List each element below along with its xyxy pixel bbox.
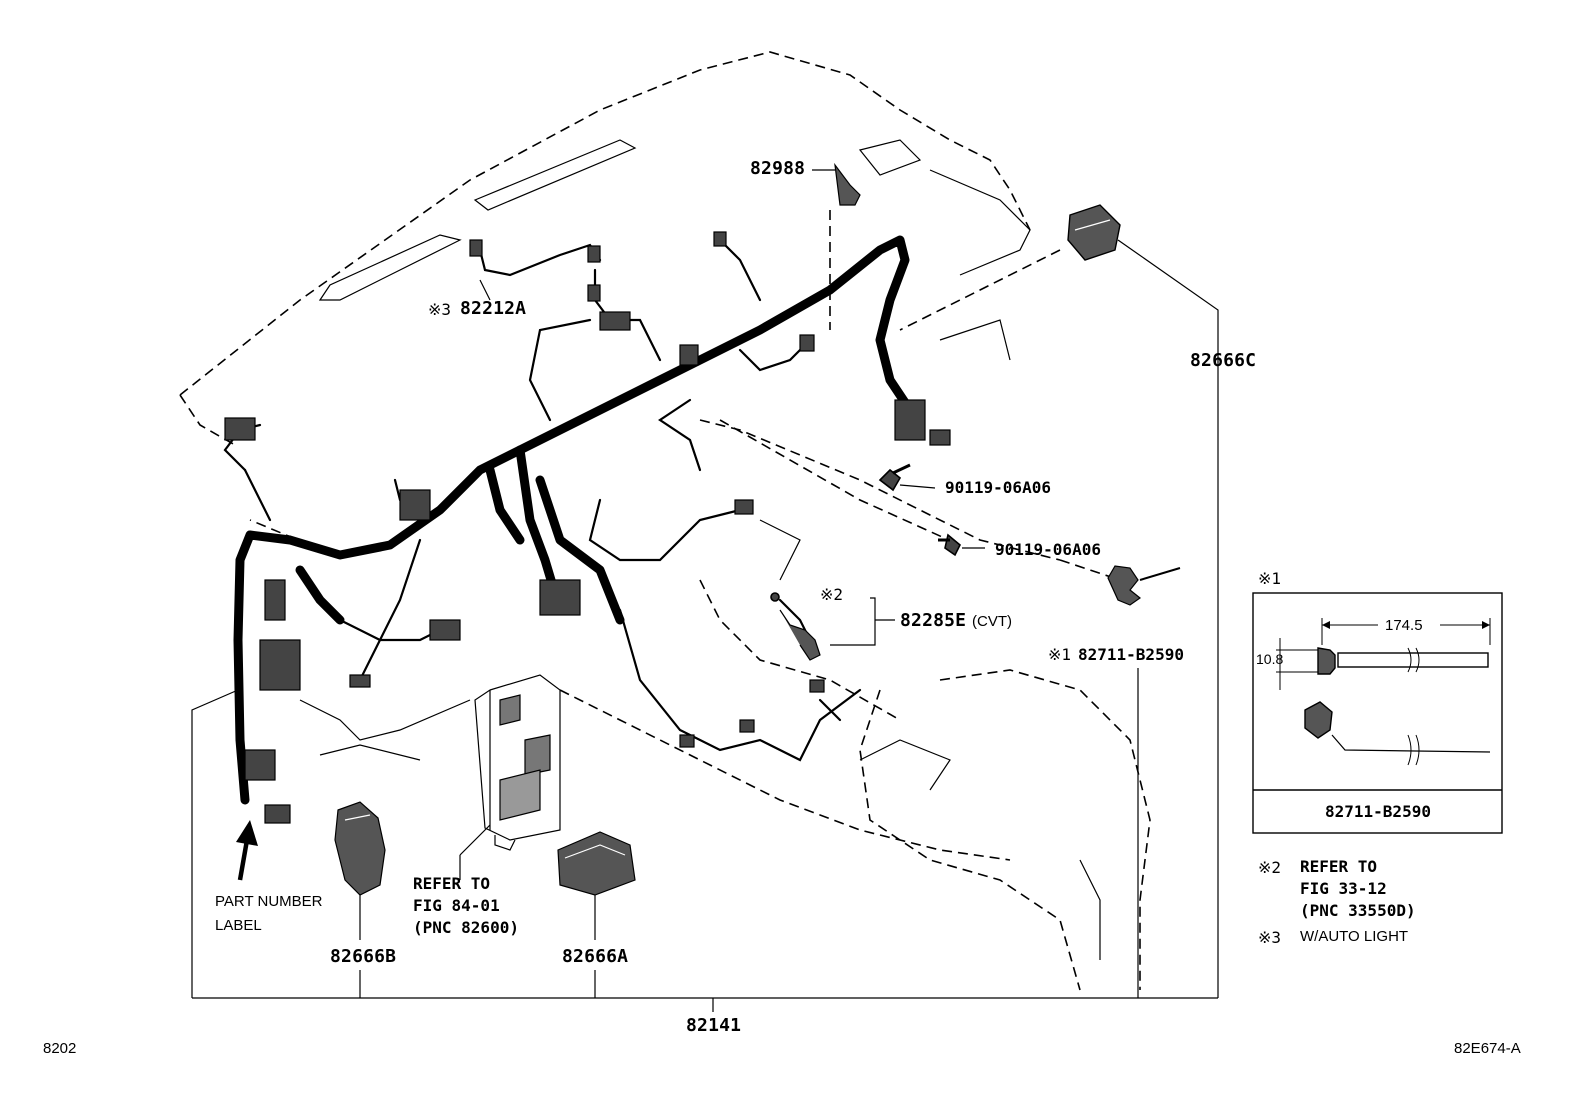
note2-line1: REFER TO [1300, 857, 1378, 876]
note2-line3: (PNC 33550D) [1300, 901, 1416, 920]
relay-82666b [334, 801, 386, 940]
label-82711: 82711-B2590 [1078, 645, 1184, 664]
label-82666c: 82666C [1190, 350, 1257, 371]
refer-line1: REFER TO [413, 874, 491, 893]
relay-82666c [1067, 204, 1219, 998]
label-82285e-suffix: (CVT) [972, 613, 1012, 630]
part-number-label-line1: PART NUMBER [215, 893, 323, 910]
inset-part: 82711-B2590 [1325, 802, 1431, 821]
sensor-82711 [1107, 565, 1181, 998]
note3-text: W/AUTO LIGHT [1300, 928, 1409, 945]
connectors [224, 231, 951, 824]
label-90119-a: 90119-06A06 [945, 478, 1051, 497]
footer-right-code: 82E674-A [1454, 1040, 1521, 1057]
label-82141: 82141 [686, 1015, 742, 1036]
label-82285e: 82285E [900, 610, 967, 631]
label-82666b: 82666B [330, 946, 397, 967]
sensor-82988 [812, 162, 861, 206]
label-82212a: 82212A [460, 298, 527, 319]
note3-mark: ※3 [1258, 928, 1282, 947]
note2-mark: ※2 [1258, 858, 1282, 877]
dashboard-outline [179, 51, 1151, 991]
footer-left-code: 8202 [43, 1040, 77, 1057]
refer-line3: (PNC 82600) [413, 918, 519, 937]
inset-dim-height: 10.8 [1256, 651, 1284, 667]
label-mark2: ※2 [820, 585, 844, 604]
label-82988: 82988 [750, 158, 806, 179]
relay-82666a [557, 831, 636, 940]
part-number-label-line2: LABEL [215, 917, 262, 934]
part-number-arrow [236, 820, 258, 881]
label-82212a-mark: ※3 [428, 300, 452, 319]
inset-dim-length: 174.5 [1385, 617, 1423, 634]
fuse-block [459, 674, 561, 880]
inset-box [1252, 592, 1503, 834]
label-82666a: 82666A [562, 946, 629, 967]
note2-line2: FIG 33-12 [1300, 879, 1387, 898]
label-82711-mark: ※1 [1048, 645, 1072, 664]
sensor-82285e [770, 592, 895, 661]
leader-lines [191, 279, 1218, 1012]
dashboard-body-lines [299, 139, 1101, 960]
bolts-90119 [878, 463, 985, 557]
label-90119-b: 90119-06A06 [995, 540, 1101, 559]
refer-line2: FIG 84-01 [413, 896, 500, 915]
inset-mark: ※1 [1258, 569, 1282, 588]
